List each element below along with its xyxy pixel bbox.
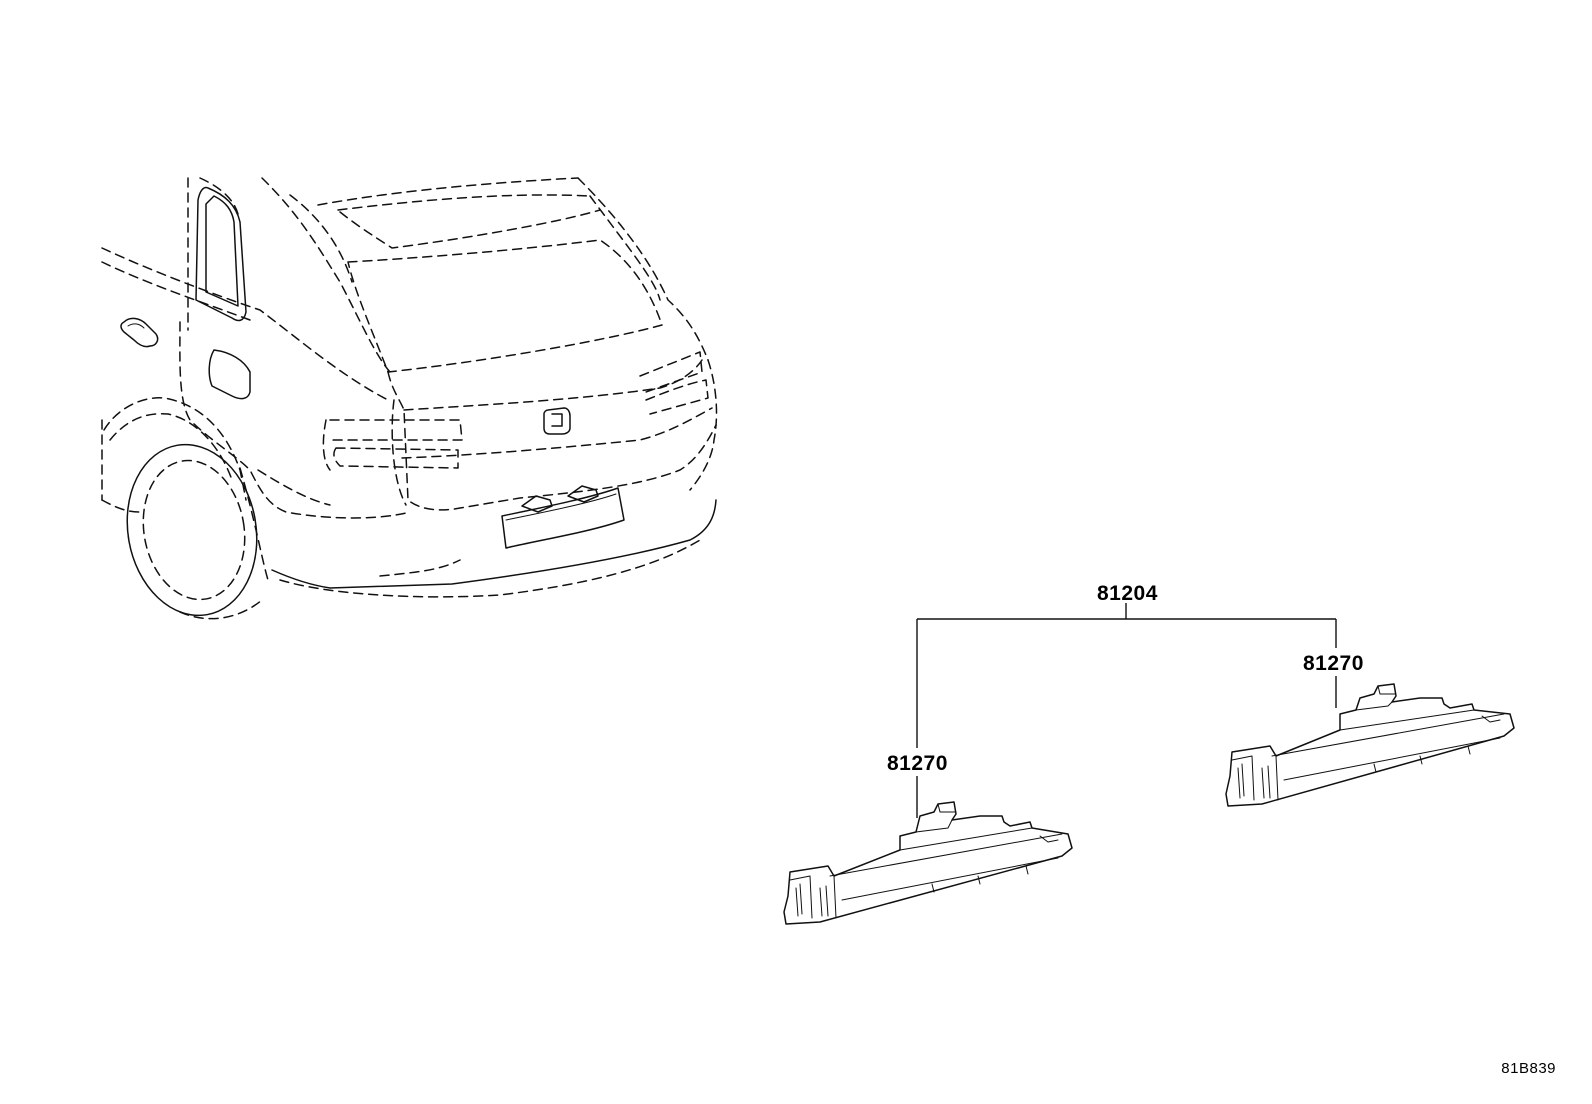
callout-lamp-right-part-number: 81270 (1303, 652, 1364, 675)
vehicle-rear-outline (101, 177, 718, 620)
license-lamp-left (783, 801, 1073, 925)
figure-code: 81B839 (1501, 1060, 1556, 1077)
callout-leader-lines (916, 603, 1337, 818)
callout-assembly-part-number: 81204 (1097, 582, 1158, 605)
license-lamp-right (1225, 683, 1515, 807)
callout-lamp-left-part-number: 81270 (887, 752, 948, 775)
